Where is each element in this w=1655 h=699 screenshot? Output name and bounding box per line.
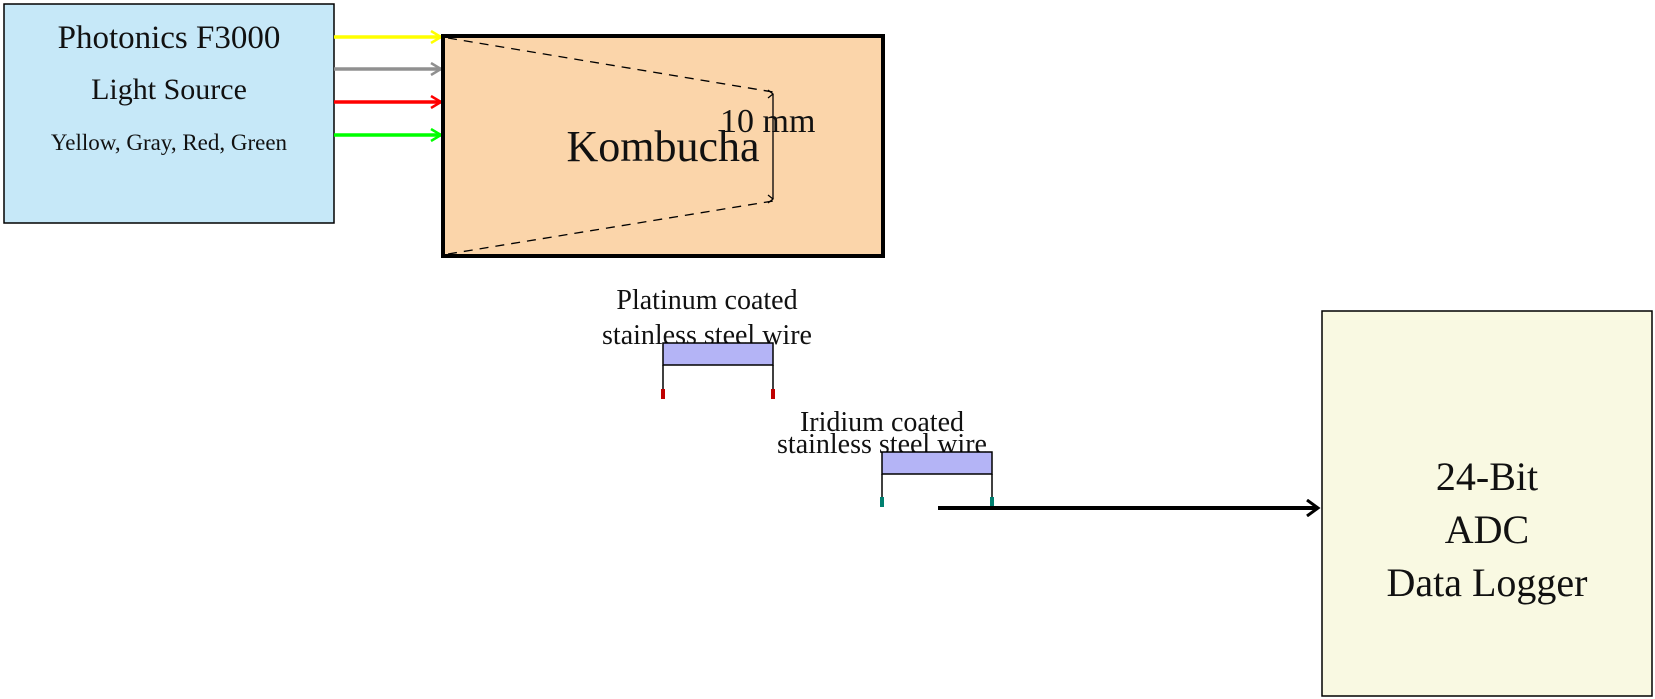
light-beams [334, 37, 441, 135]
light-source-colors: Yellow, Gray, Red, Green [51, 130, 288, 155]
platinum-wire-body [662, 342, 774, 366]
platinum-tip-right [771, 389, 775, 399]
platinum-tip-left [661, 389, 665, 399]
beam-cone-top [447, 37, 774, 93]
sample-block: 10 mm Kombucha [441, 34, 885, 258]
logger-line3: Data Logger [1386, 560, 1587, 605]
logger-line1: 24-Bit [1436, 454, 1538, 499]
light-source-title: Photonics F3000 [58, 20, 281, 56]
iridium-tip-right [990, 497, 994, 507]
data-logger-box [1321, 310, 1653, 697]
logger-line2: ADC [1445, 507, 1529, 552]
light-source-box [3, 3, 335, 224]
light-source-subtitle: Light Source [91, 73, 247, 106]
dimension-label: 10 mm [720, 103, 815, 140]
light-source-block: Photonics F3000 Light Source Yellow, Gra… [3, 3, 335, 224]
iridium-wire-body [881, 451, 993, 475]
beam-cone-bottom [447, 200, 774, 255]
platinum-label-line1: Platinum coated [616, 285, 797, 316]
sample-container [441, 34, 885, 258]
platinum-electrode: Platinum coated stainless steel wire [602, 285, 812, 399]
iridium-tip-left [880, 497, 884, 507]
iridium-label-line1: Iridium coated [800, 407, 964, 438]
data-logger-block: 24-Bit ADC Data Logger [1321, 310, 1653, 697]
iridium-electrode: Iridium coated stainless steel wire [777, 407, 994, 507]
sample-label: Kombucha [566, 122, 759, 171]
